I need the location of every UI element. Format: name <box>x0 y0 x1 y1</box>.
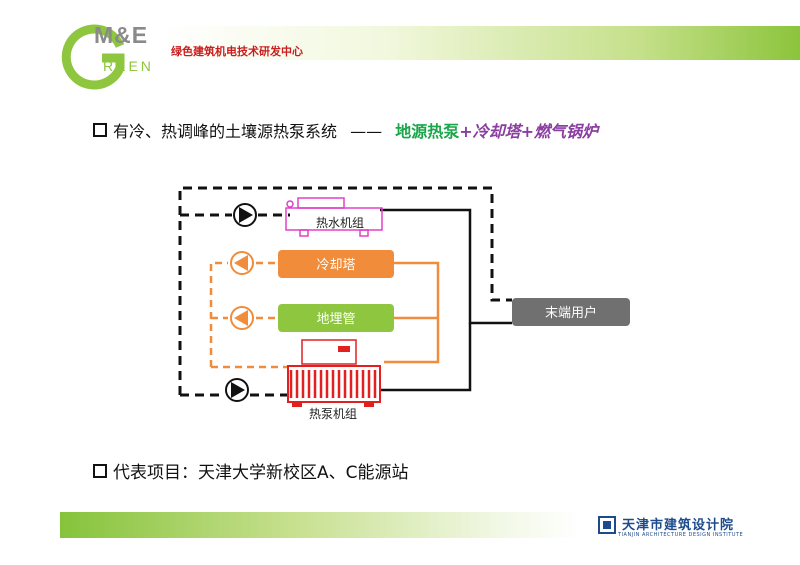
heat-pump-unit-label: 热泵机组 <box>309 407 357 421</box>
cooling-tower-label: 冷却塔 <box>316 258 355 273</box>
institute-logo-icon <box>598 516 616 534</box>
pump-icon-ground <box>230 306 254 330</box>
outer-dashed-loop <box>178 186 512 395</box>
plus-sign-1: + <box>459 122 473 141</box>
bullet-1-dash: —— <box>350 122 383 141</box>
bullet-1-text: 有冷、热调峰的土壤源热泵系统 <box>113 122 338 141</box>
hot-water-unit-icon <box>285 197 383 237</box>
bullet-2-text: 代表项目：天津大学新校区A、C能源站 <box>113 463 409 483</box>
pump-icon-top <box>233 203 257 227</box>
dashed-pump-lines <box>180 213 290 397</box>
orange-solid-lines <box>384 261 440 364</box>
header-bar <box>158 26 800 60</box>
green-logo-icon <box>61 24 125 90</box>
bullet-square-icon <box>93 464 107 478</box>
highlight-cooling-tower: 冷却塔 <box>472 122 521 141</box>
footer-org-name: 天津市建筑设计院 <box>622 518 735 533</box>
orange-dashed-lines <box>209 261 300 369</box>
highlight-ground-source-heat-pump: 地源热泵 <box>395 122 460 141</box>
ground-pipe-label: 地埋管 <box>316 312 355 327</box>
plus-sign-2: + <box>520 122 535 141</box>
pump-icon-cooling <box>230 251 254 275</box>
ground-pipe-box <box>278 304 394 332</box>
bullet-square-icon <box>93 123 107 137</box>
pump-icon-bottom <box>225 378 249 402</box>
bullet-line-1: 有冷、热调峰的土壤源热泵系统 —— 地源热泵+冷却塔+燃气锅炉 <box>93 118 598 142</box>
heat-pump-unit-icon <box>287 339 381 407</box>
footer-org-english: TIANJIN ARCHITECTURE DESIGN INSTITUTE <box>618 532 744 538</box>
bullet-line-2: 代表项目：天津大学新校区A、C能源站 <box>93 458 409 483</box>
cooling-tower-box <box>278 250 394 278</box>
end-user-label: 末端用户 <box>545 305 597 321</box>
hot-water-unit-label: 热水机组 <box>316 216 364 230</box>
highlight-gas-boiler: 燃气锅炉 <box>534 122 599 141</box>
logo-me-text: M&E <box>94 22 149 48</box>
solid-supply-lines <box>380 208 512 392</box>
header-title: 绿色建筑机电技术研发中心 <box>171 45 303 58</box>
footer-bar <box>60 512 580 538</box>
logo-reen-text: REEN <box>103 58 154 74</box>
end-user-box <box>512 298 630 326</box>
